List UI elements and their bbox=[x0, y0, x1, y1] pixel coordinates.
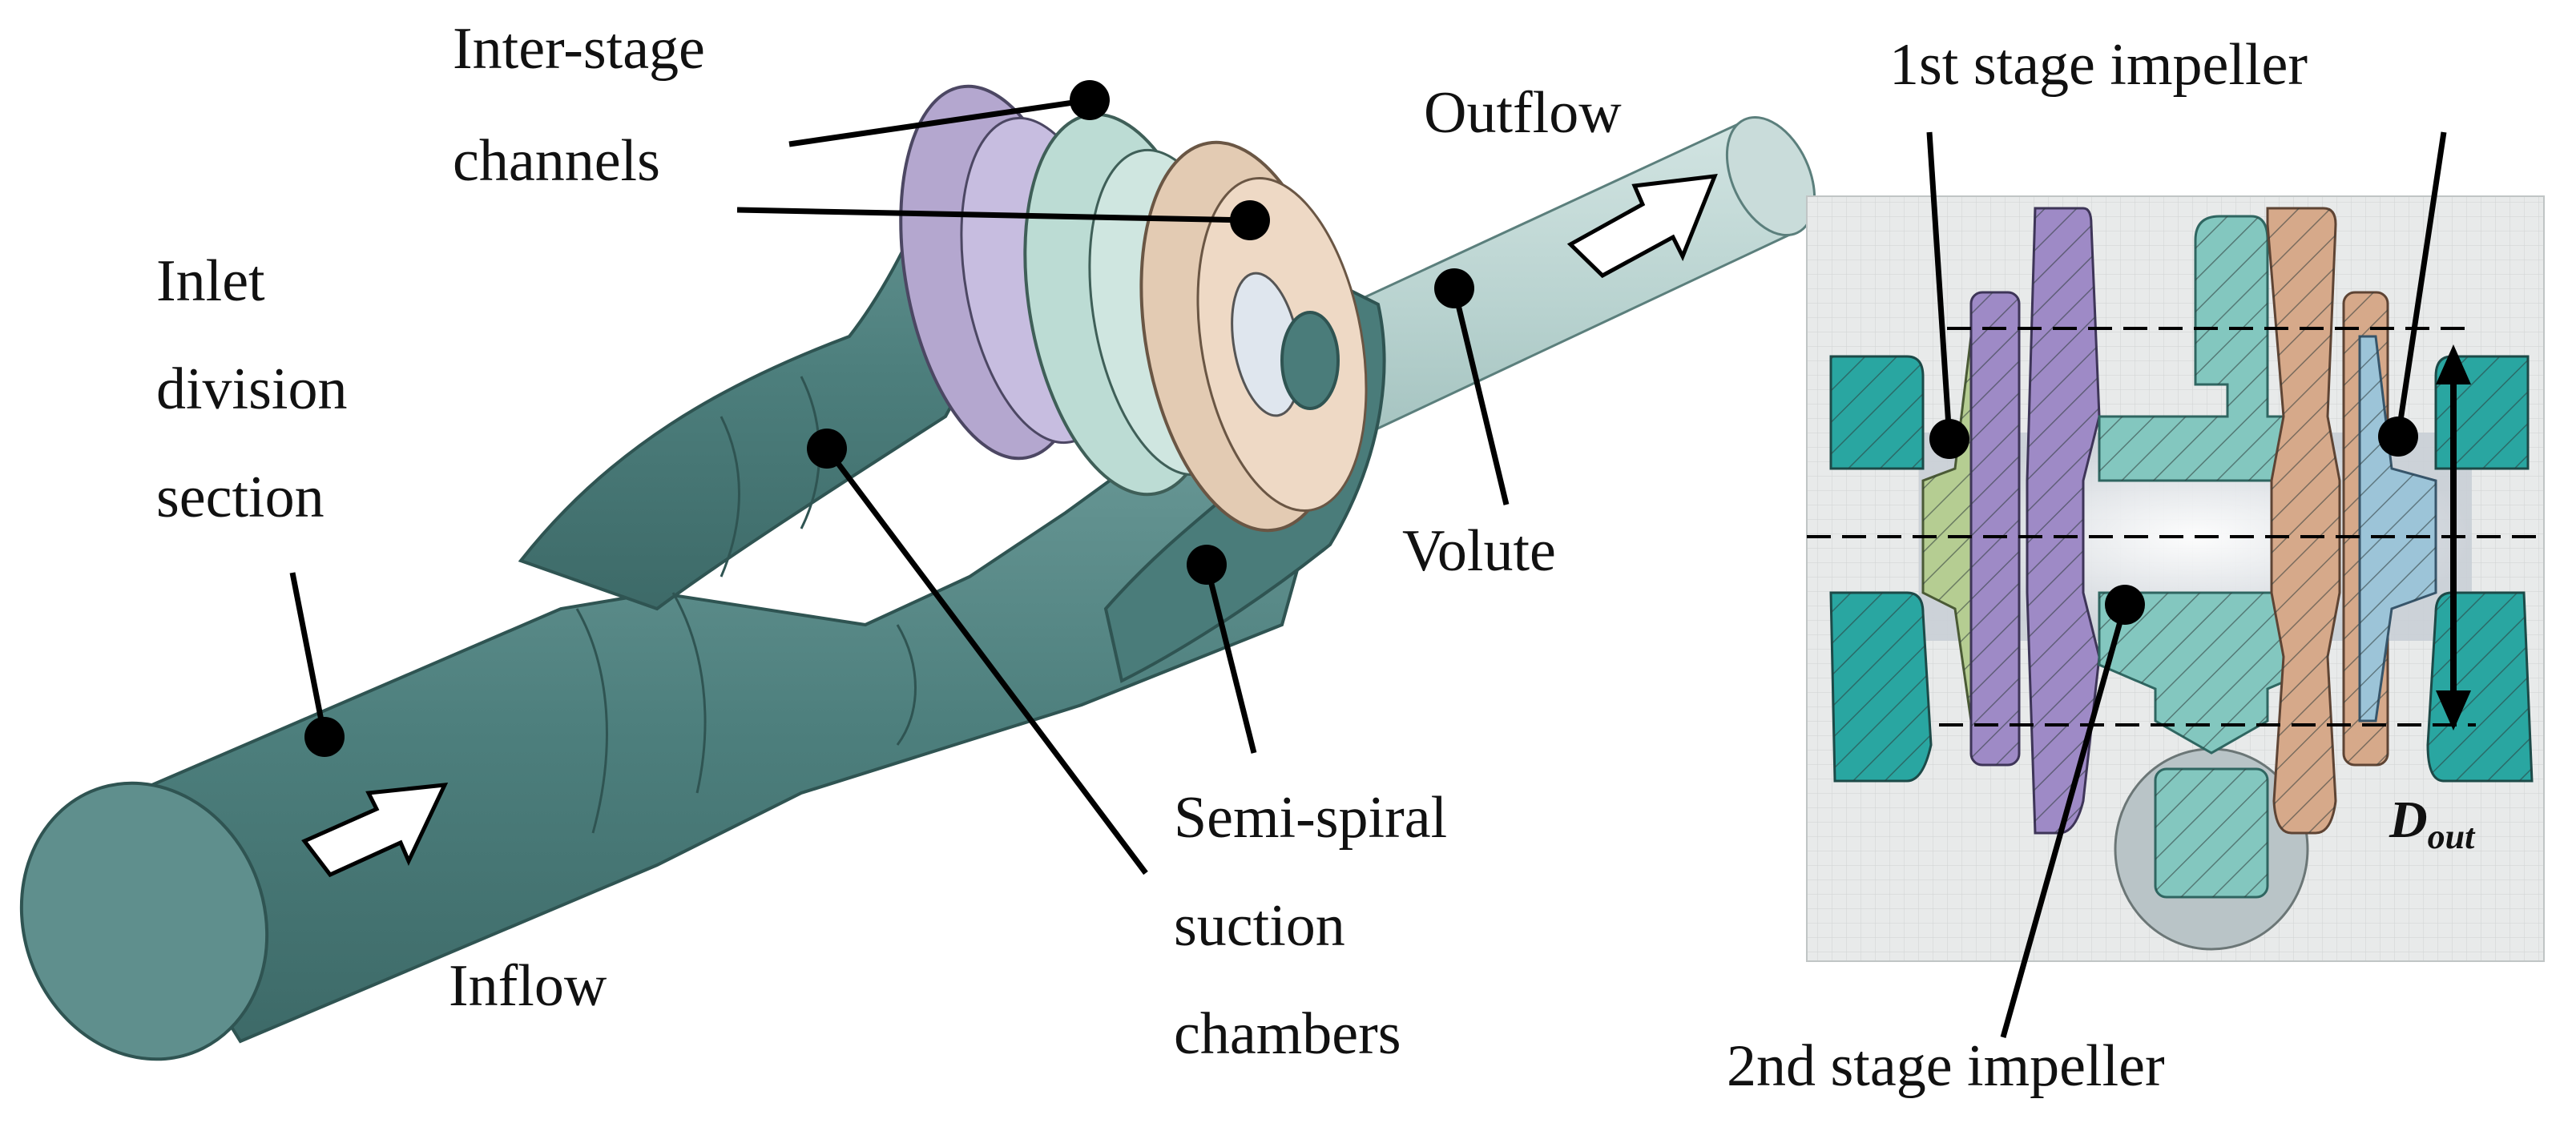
label-inter-stage-channels: Inter-stage channels bbox=[453, 16, 705, 194]
label-semi-spiral-suction-chambers: Semi-spiral suction chambers bbox=[1174, 785, 1447, 1067]
label-semi-spiral-line3: chambers bbox=[1174, 1001, 1401, 1067]
inflow-arrow bbox=[301, 783, 449, 878]
label-inlet-line1: Inlet bbox=[156, 248, 265, 314]
leader-dots bbox=[304, 80, 1474, 757]
impeller-section-view bbox=[1806, 131, 2545, 1038]
label-outflow: Outflow bbox=[1424, 80, 1622, 146]
label-inlet-line2: division bbox=[156, 356, 347, 422]
label-volute: Volute bbox=[1402, 518, 1556, 584]
label-inter-stage-line1: Inter-stage bbox=[453, 16, 705, 82]
label-semi-spiral-line1: Semi-spiral bbox=[1174, 785, 1447, 851]
label-d-out-sub: out bbox=[2428, 817, 2476, 856]
pump-3d-model bbox=[19, 84, 1816, 1061]
label-d-out: Dout bbox=[2389, 791, 2476, 856]
label-d-out-main: D bbox=[2389, 791, 2428, 849]
label-semi-spiral-line2: suction bbox=[1174, 893, 1345, 959]
outflow-arrow bbox=[1566, 174, 1718, 279]
label-1st-stage-impeller: 1st stage impeller bbox=[1889, 32, 2308, 98]
label-inlet-division-section: Inlet division section bbox=[156, 248, 347, 530]
label-inter-stage-line2: channels bbox=[453, 128, 660, 194]
d-out-arrow bbox=[2436, 344, 2471, 731]
label-inlet-line3: section bbox=[156, 465, 325, 530]
stage-rings bbox=[899, 84, 1368, 533]
leaders bbox=[289, 97, 1510, 875]
label-2nd-stage-impeller: 2nd stage impeller bbox=[1727, 1033, 2165, 1099]
label-inflow: Inflow bbox=[449, 953, 607, 1019]
